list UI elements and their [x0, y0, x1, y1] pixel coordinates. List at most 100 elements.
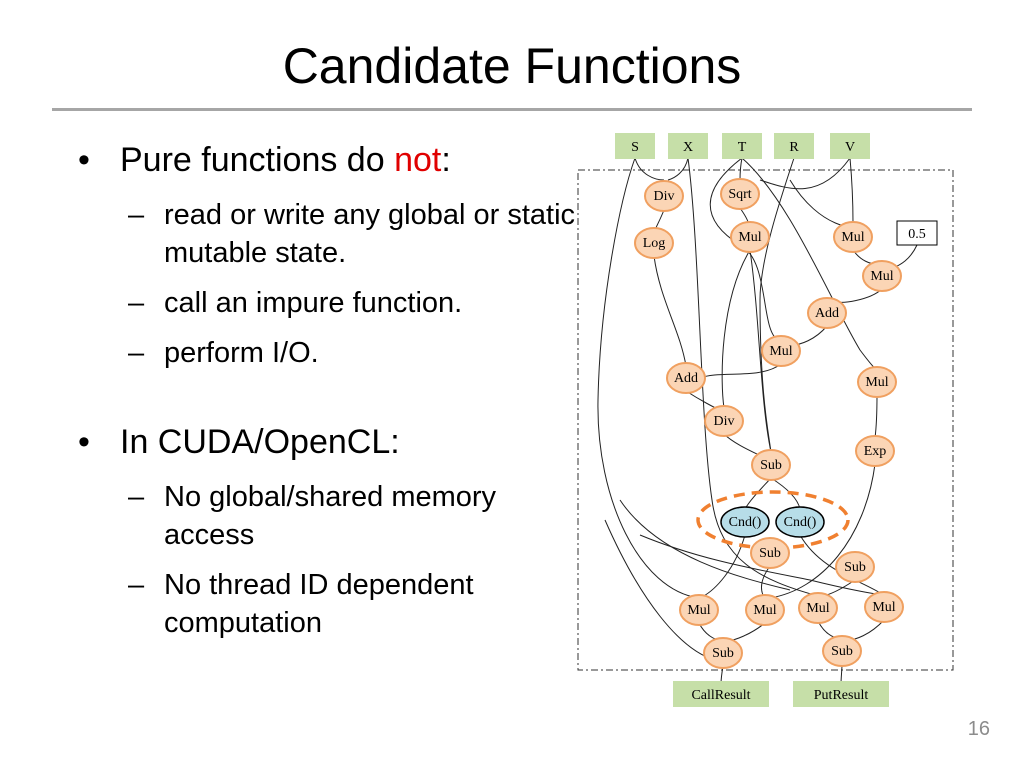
edge: [639, 534, 885, 596]
page-number: 16: [967, 718, 990, 740]
op-node-label: Mul: [687, 603, 710, 618]
op-node: [855, 435, 895, 467]
op-node: [666, 362, 706, 394]
bullet-pure-functions: • Pure functions do not:: [78, 136, 578, 184]
output-label: CallResult: [691, 688, 750, 703]
input-box-v: [830, 133, 870, 159]
slide-title: Candidate Functions: [282, 38, 742, 94]
subitem-global-state: –read or write any global or static muta…: [128, 199, 576, 269]
bullet-list: • Pure functions do not: –read or write …: [78, 136, 578, 642]
bullet-dot: •: [78, 141, 90, 179]
edge: [847, 619, 885, 641]
emphasis-not: not: [394, 141, 442, 179]
edge: [739, 157, 743, 181]
subitem-text: No global/shared memory access: [164, 481, 497, 551]
function-boundary: [577, 169, 954, 671]
edge: [749, 249, 772, 453]
input-label: T: [738, 140, 747, 155]
edge: [892, 244, 918, 269]
edges: [597, 157, 918, 685]
edge: [597, 157, 700, 599]
op-node: [822, 635, 862, 667]
op-node-label: Sub: [760, 458, 782, 473]
op-node-label: Cnd(): [729, 515, 762, 530]
op-node-label: Log: [643, 236, 666, 251]
op-node: [761, 335, 801, 367]
op-node-label: Mul: [769, 344, 792, 359]
op-node-label: Sqrt: [728, 187, 751, 202]
edge: [604, 519, 716, 661]
constant-box: [896, 220, 938, 246]
subitem-text: perform I/O.: [164, 337, 319, 369]
op-node: [704, 405, 744, 437]
input-label: V: [845, 140, 855, 155]
subitem-memory: –No global/shared memory access: [128, 481, 497, 551]
op-node: [751, 449, 791, 481]
edge: [759, 157, 795, 454]
op-node-label: Mul: [870, 269, 893, 284]
op-node-label: Mul: [753, 603, 776, 618]
op-node-label: Add: [674, 371, 698, 386]
op-node-label: Mul: [738, 230, 761, 245]
edge: [849, 157, 854, 224]
edge: [667, 157, 689, 181]
input-box-r: [774, 133, 814, 159]
subitem-text: No thread ID dependent computation: [164, 569, 474, 639]
op-node: [703, 637, 743, 669]
op-node-label: Add: [815, 306, 839, 321]
cnd-highlight: [696, 490, 850, 550]
op-node: [798, 592, 838, 624]
subitem-thread-id: –No thread ID dependent computation: [128, 569, 474, 639]
constant-label: 0.5: [908, 227, 926, 242]
op-node-label: Sub: [712, 646, 734, 661]
op-node: [750, 537, 790, 569]
op-node-label: Mul: [872, 600, 895, 615]
op-node-label: Mul: [841, 230, 864, 245]
edge: [619, 499, 791, 591]
input-label: S: [631, 140, 639, 155]
op-node: [720, 178, 760, 210]
op-node: [644, 180, 684, 212]
edge: [701, 534, 746, 598]
op-node: [835, 551, 875, 583]
edge: [789, 179, 855, 228]
edge: [699, 363, 782, 379]
op-node: [775, 506, 825, 538]
edge: [721, 249, 751, 409]
bullet-dot: •: [78, 423, 90, 461]
op-node: [745, 594, 785, 626]
edge: [874, 394, 878, 439]
op-node-label: Sub: [759, 546, 781, 561]
edge: [654, 209, 665, 231]
edge: [727, 622, 766, 642]
subitem-text: read or write any global or static mutab…: [164, 199, 576, 269]
op-node-label: Div: [714, 414, 735, 429]
edge: [741, 157, 878, 371]
subitem-text: call an impure function.: [164, 287, 463, 319]
bullet-text: Pure functions do: [120, 141, 395, 179]
op-node: [679, 594, 719, 626]
op-node: [833, 221, 873, 253]
op-node: [807, 297, 847, 329]
output-box: [673, 681, 769, 707]
op-node: [634, 227, 674, 259]
op-node-label: Cnd(): [784, 515, 817, 530]
op-node-label: Div: [654, 189, 675, 204]
bullet-cuda: • In CUDA/OpenCL:: [78, 418, 578, 466]
op-node-label: Mul: [865, 375, 888, 390]
bullet-colon: :: [441, 141, 451, 179]
edge: [634, 157, 665, 181]
edge: [653, 255, 687, 367]
edge: [759, 157, 851, 190]
output-label: PutResult: [814, 688, 869, 703]
input-label: R: [789, 140, 799, 155]
op-node: [862, 260, 902, 292]
edge: [687, 157, 819, 597]
output-box: [793, 681, 889, 707]
edge: [831, 288, 883, 303]
op-node-label: Sub: [831, 644, 853, 659]
subitem-io: –perform I/O.: [128, 337, 319, 369]
input-box-x: [668, 133, 708, 159]
op-node: [864, 591, 904, 623]
